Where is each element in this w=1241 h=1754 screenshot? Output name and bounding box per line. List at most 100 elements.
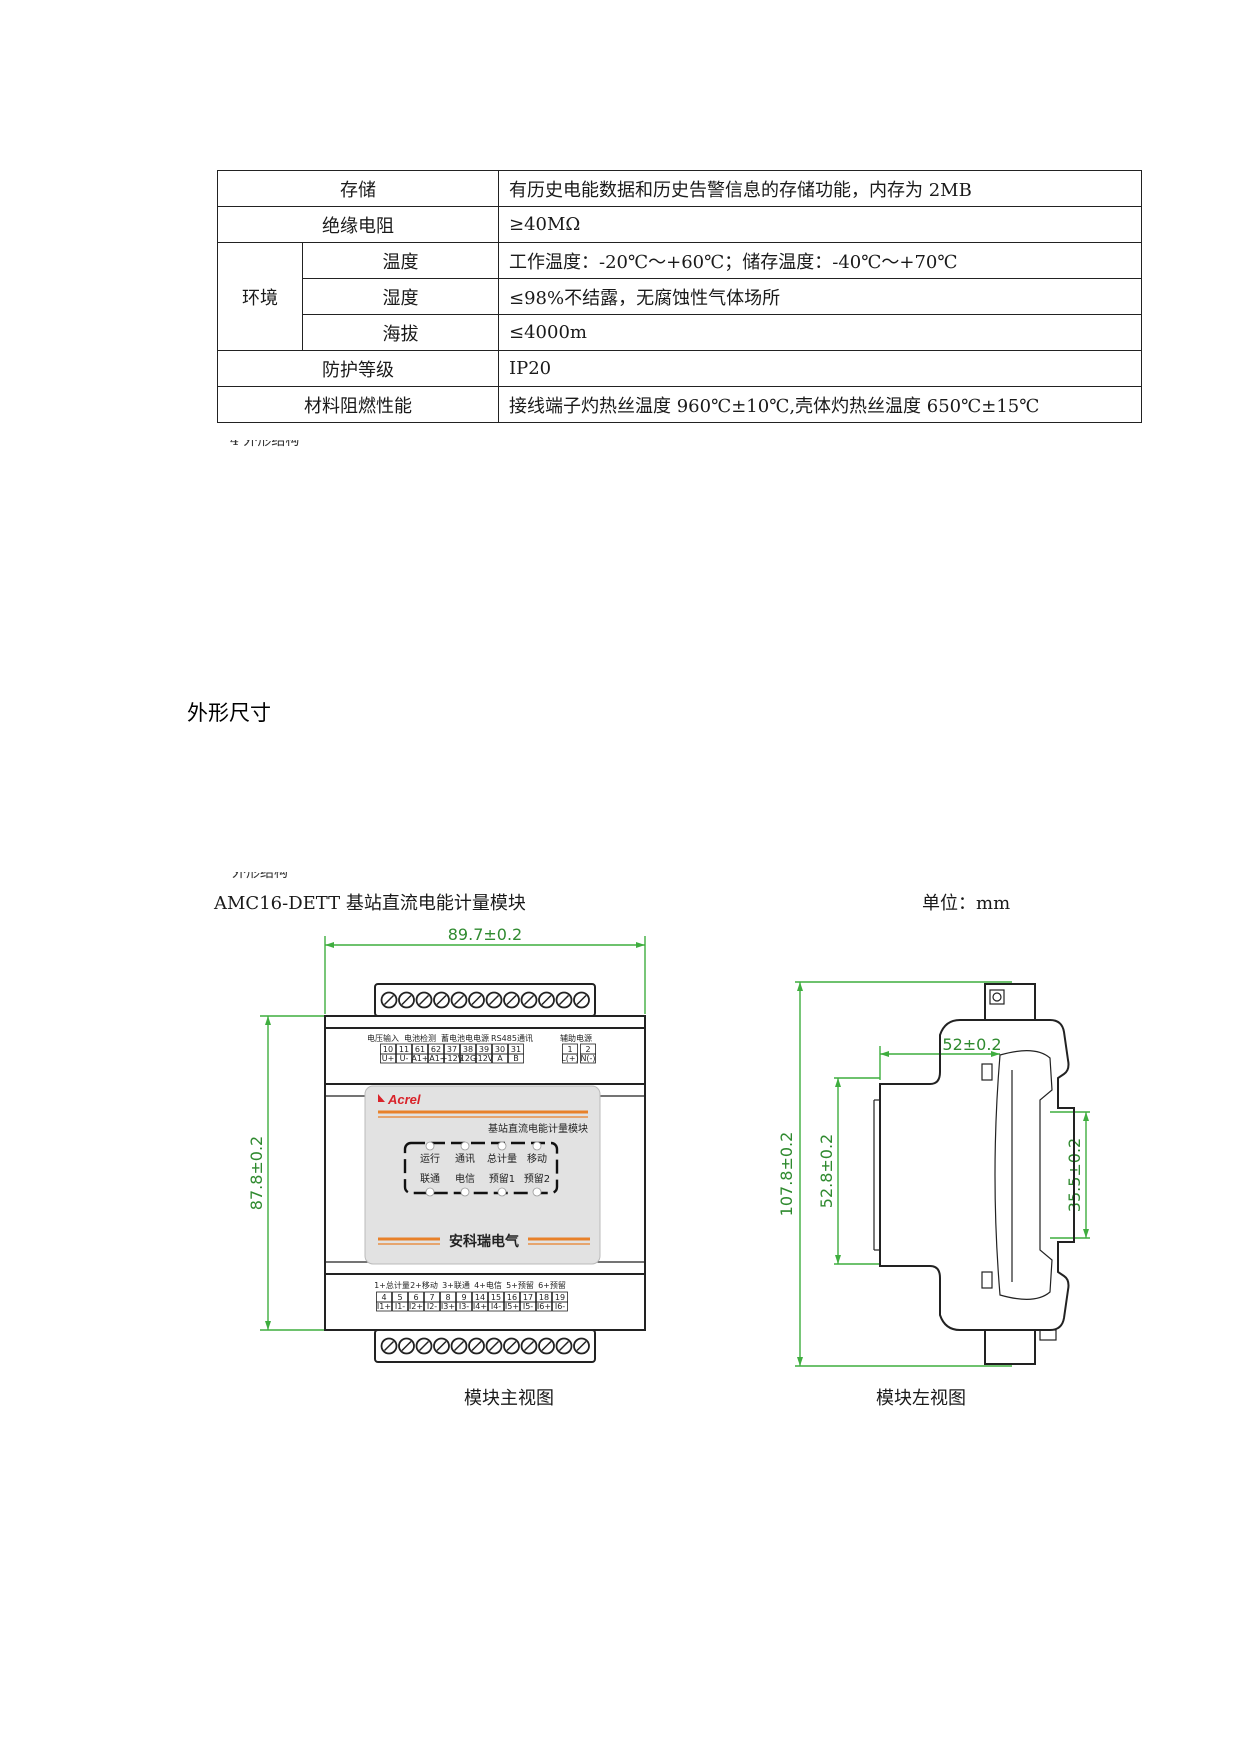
terminal-screw [398,1337,415,1355]
terminal-cell [412,1053,428,1064]
terminal-screw [398,991,415,1009]
terminal-signal: I4+ [473,1302,487,1311]
row-label: 防护等级 [217,350,499,387]
product-name: 基站直流电能计量模块 [488,1122,588,1135]
cut-heading-drawing: 外形结构 [232,865,288,881]
terminal-cell [488,1301,504,1312]
section-title: 外形尺寸 [187,701,271,725]
table-row: 绝缘电阻 ≥40MΩ [217,206,1142,243]
terminal-screw [380,1337,398,1355]
terminal-screw [433,991,450,1009]
row-value: IP20 [498,350,1142,387]
terminal-screw [450,991,468,1009]
screw-slot [523,1340,535,1352]
row-label: 海拔 [302,314,499,351]
brand-logo-mark [378,1094,385,1102]
screw-slot [576,994,587,1006]
terminal-number: 5 [397,1293,402,1302]
terminal-number: 61 [415,1045,425,1054]
front-view-caption: 模块主视图 [464,1388,554,1409]
terminal-number: 10 [383,1045,393,1054]
terminal-cell [508,1053,524,1064]
side-view-caption: 模块左视图 [876,1388,966,1409]
screw-slot [436,1340,447,1352]
indicator-label: 预留2 [524,1172,550,1185]
terminal-signal: A1- [429,1054,443,1063]
screw-slot [401,994,412,1006]
indicator-label: 总计量 [487,1152,517,1165]
terminal-cell [580,1053,596,1064]
company-name: 安科瑞电气 [449,1233,519,1250]
terminal-signal: I5+ [505,1302,519,1311]
terminal-number: 18 [539,1293,549,1302]
screw-slot [576,1340,587,1352]
side-view: 107.8±0.2 52.8±0.2 52±0.2 35.5±0.2 [777,981,1090,1367]
row-value: ≥40MΩ [498,206,1142,243]
screw-slot [506,994,517,1006]
terminal-cell [440,1301,456,1312]
terminal-group-label: 蓄电池电电源 [441,1033,489,1043]
terminal-signal: L(+) [561,1054,578,1063]
terminal-number: 30 [495,1045,505,1054]
indicator-led [532,1141,542,1151]
row-label: 存储 [217,170,499,207]
terminal-group-label: 3+联通 [442,1280,470,1290]
terminal-cell [376,1301,392,1312]
terminal-number: 4 [381,1293,386,1302]
indicator-led [497,1141,507,1151]
indicator-label: 电信 [455,1172,475,1185]
terminal-group-label: 电池检测 [404,1033,436,1043]
terminal-number: 15 [491,1293,501,1302]
screw-slot [471,1340,482,1352]
terminal-cell [476,1053,492,1064]
screw-slot [453,1340,465,1352]
terminal-signal: I6+ [537,1302,551,1311]
terminal-signal: B [513,1054,519,1063]
terminal-number: 14 [475,1293,485,1302]
screw-slot [558,1340,570,1352]
terminal-signal: N(-) [580,1054,595,1063]
screw-slot [488,1340,500,1352]
row-value: 工作温度：-20℃～+60℃；储存温度：-40℃～+70℃ [498,242,1142,279]
terminal-cell [396,1053,412,1064]
terminal-group-label: 4+电信 [474,1280,502,1290]
terminal-cell [504,1301,520,1312]
terminal-group-label: 1+总计量 [374,1280,410,1290]
indicator-led [532,1187,542,1197]
row-label: 绝缘电阻 [217,206,499,243]
terminal-screw [380,991,398,1009]
terminal-cell [552,1301,568,1312]
terminal-signal: I2+ [409,1302,423,1311]
row-label: 湿度 [302,278,499,315]
screw-slot [453,994,465,1006]
terminal-screw [520,1337,538,1355]
terminal-cell [492,1053,508,1064]
table-row: 存储 有历史电能数据和历史告警信息的存储功能，内存为 2MB [217,170,1142,207]
terminal-signal: I1- [395,1302,405,1311]
terminal-signal: I3- [459,1302,469,1311]
spec-table: 存储 有历史电能数据和历史告警信息的存储功能，内存为 2MB 绝缘电阻 ≥40M… [217,170,1142,423]
width-dim-label: 89.7±0.2 [448,925,522,944]
terminal-screw [538,1337,555,1355]
terminal-cell [460,1053,476,1064]
terminal-signal: +12V [441,1054,464,1063]
row-value: ≤4000m [498,314,1142,351]
terminal-screw [538,991,555,1009]
terminal-number: 39 [479,1045,489,1054]
terminal-number: 37 [447,1045,457,1054]
terminal-screw [573,991,590,1009]
terminal-signal: A [497,1054,503,1063]
terminal-signal: I1+ [377,1302,391,1311]
terminal-group-label: 2+移动 [410,1280,438,1290]
screw-slot [523,994,535,1006]
terminal-screw [573,1337,590,1355]
cut-heading: 4 外形结构 [230,433,300,449]
terminal-cell [428,1053,444,1064]
terminal-screw [468,991,485,1009]
table-row: 防护等级 IP20 [217,350,1142,387]
depth-dim-label: 52±0.2 [942,1035,1001,1054]
terminal-cell [472,1301,488,1312]
indicator-label: 预留1 [489,1172,515,1185]
